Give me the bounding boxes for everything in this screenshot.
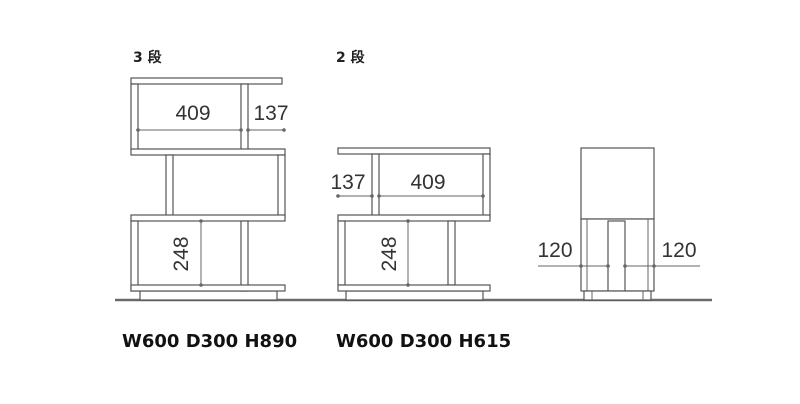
shelf3-lower-divider [240,220,249,292]
shelf3-top-board [130,77,283,85]
side-plinth [583,290,652,301]
shelf2-dim-248: 248 [378,236,401,271]
shelf3-lower-board [130,214,286,222]
shelf2-dim-409: 409 [410,171,445,194]
side-dim-left-120: 120 [537,239,572,262]
shelf2-lower-left-wall [337,220,346,286]
shelf3-dim-137: 137 [253,102,288,125]
shelf2-bottom-board [337,284,491,292]
spec-2-tier: W600 D300 H615 [336,331,512,352]
shelf3-dim-409: 409 [175,102,210,125]
shelf2-dim-137: 137 [330,171,365,194]
shelf2-upper-divider [371,153,380,217]
shelf3-middle-board [130,148,286,156]
shelf-side-view: 120 120 [537,147,700,301]
shelf3-bottom-board [130,284,286,292]
shelf3-middle-right-wall [277,154,286,217]
side-upper-body [580,147,655,220]
shelf3-lower-left-wall [130,220,139,292]
shelf3-upper-divider [240,83,249,151]
shelf2-middle-board [337,214,491,222]
shelf2-upper-right-wall [482,153,491,217]
shelf3-upper-left-wall [130,83,139,151]
shelf-2-tier: 137 409 248 [330,147,491,301]
shelf3-middle-divider [165,154,174,217]
tier-label-3: 3 段 [133,50,162,66]
spec-3-tier: W600 D300 H890 [122,331,298,352]
shelf2-plinth [345,290,484,301]
side-center-panel [607,220,626,292]
shelf-3-tier: 409 137 248 [130,77,289,301]
shelf2-top-board [337,147,491,155]
shelf3-plinth [139,290,278,301]
side-dim-right-120: 120 [661,239,696,262]
shelf2-lower-divider [447,220,456,286]
tier-label-2: 2 段 [336,50,365,66]
shelf3-dim-248: 248 [170,236,193,271]
